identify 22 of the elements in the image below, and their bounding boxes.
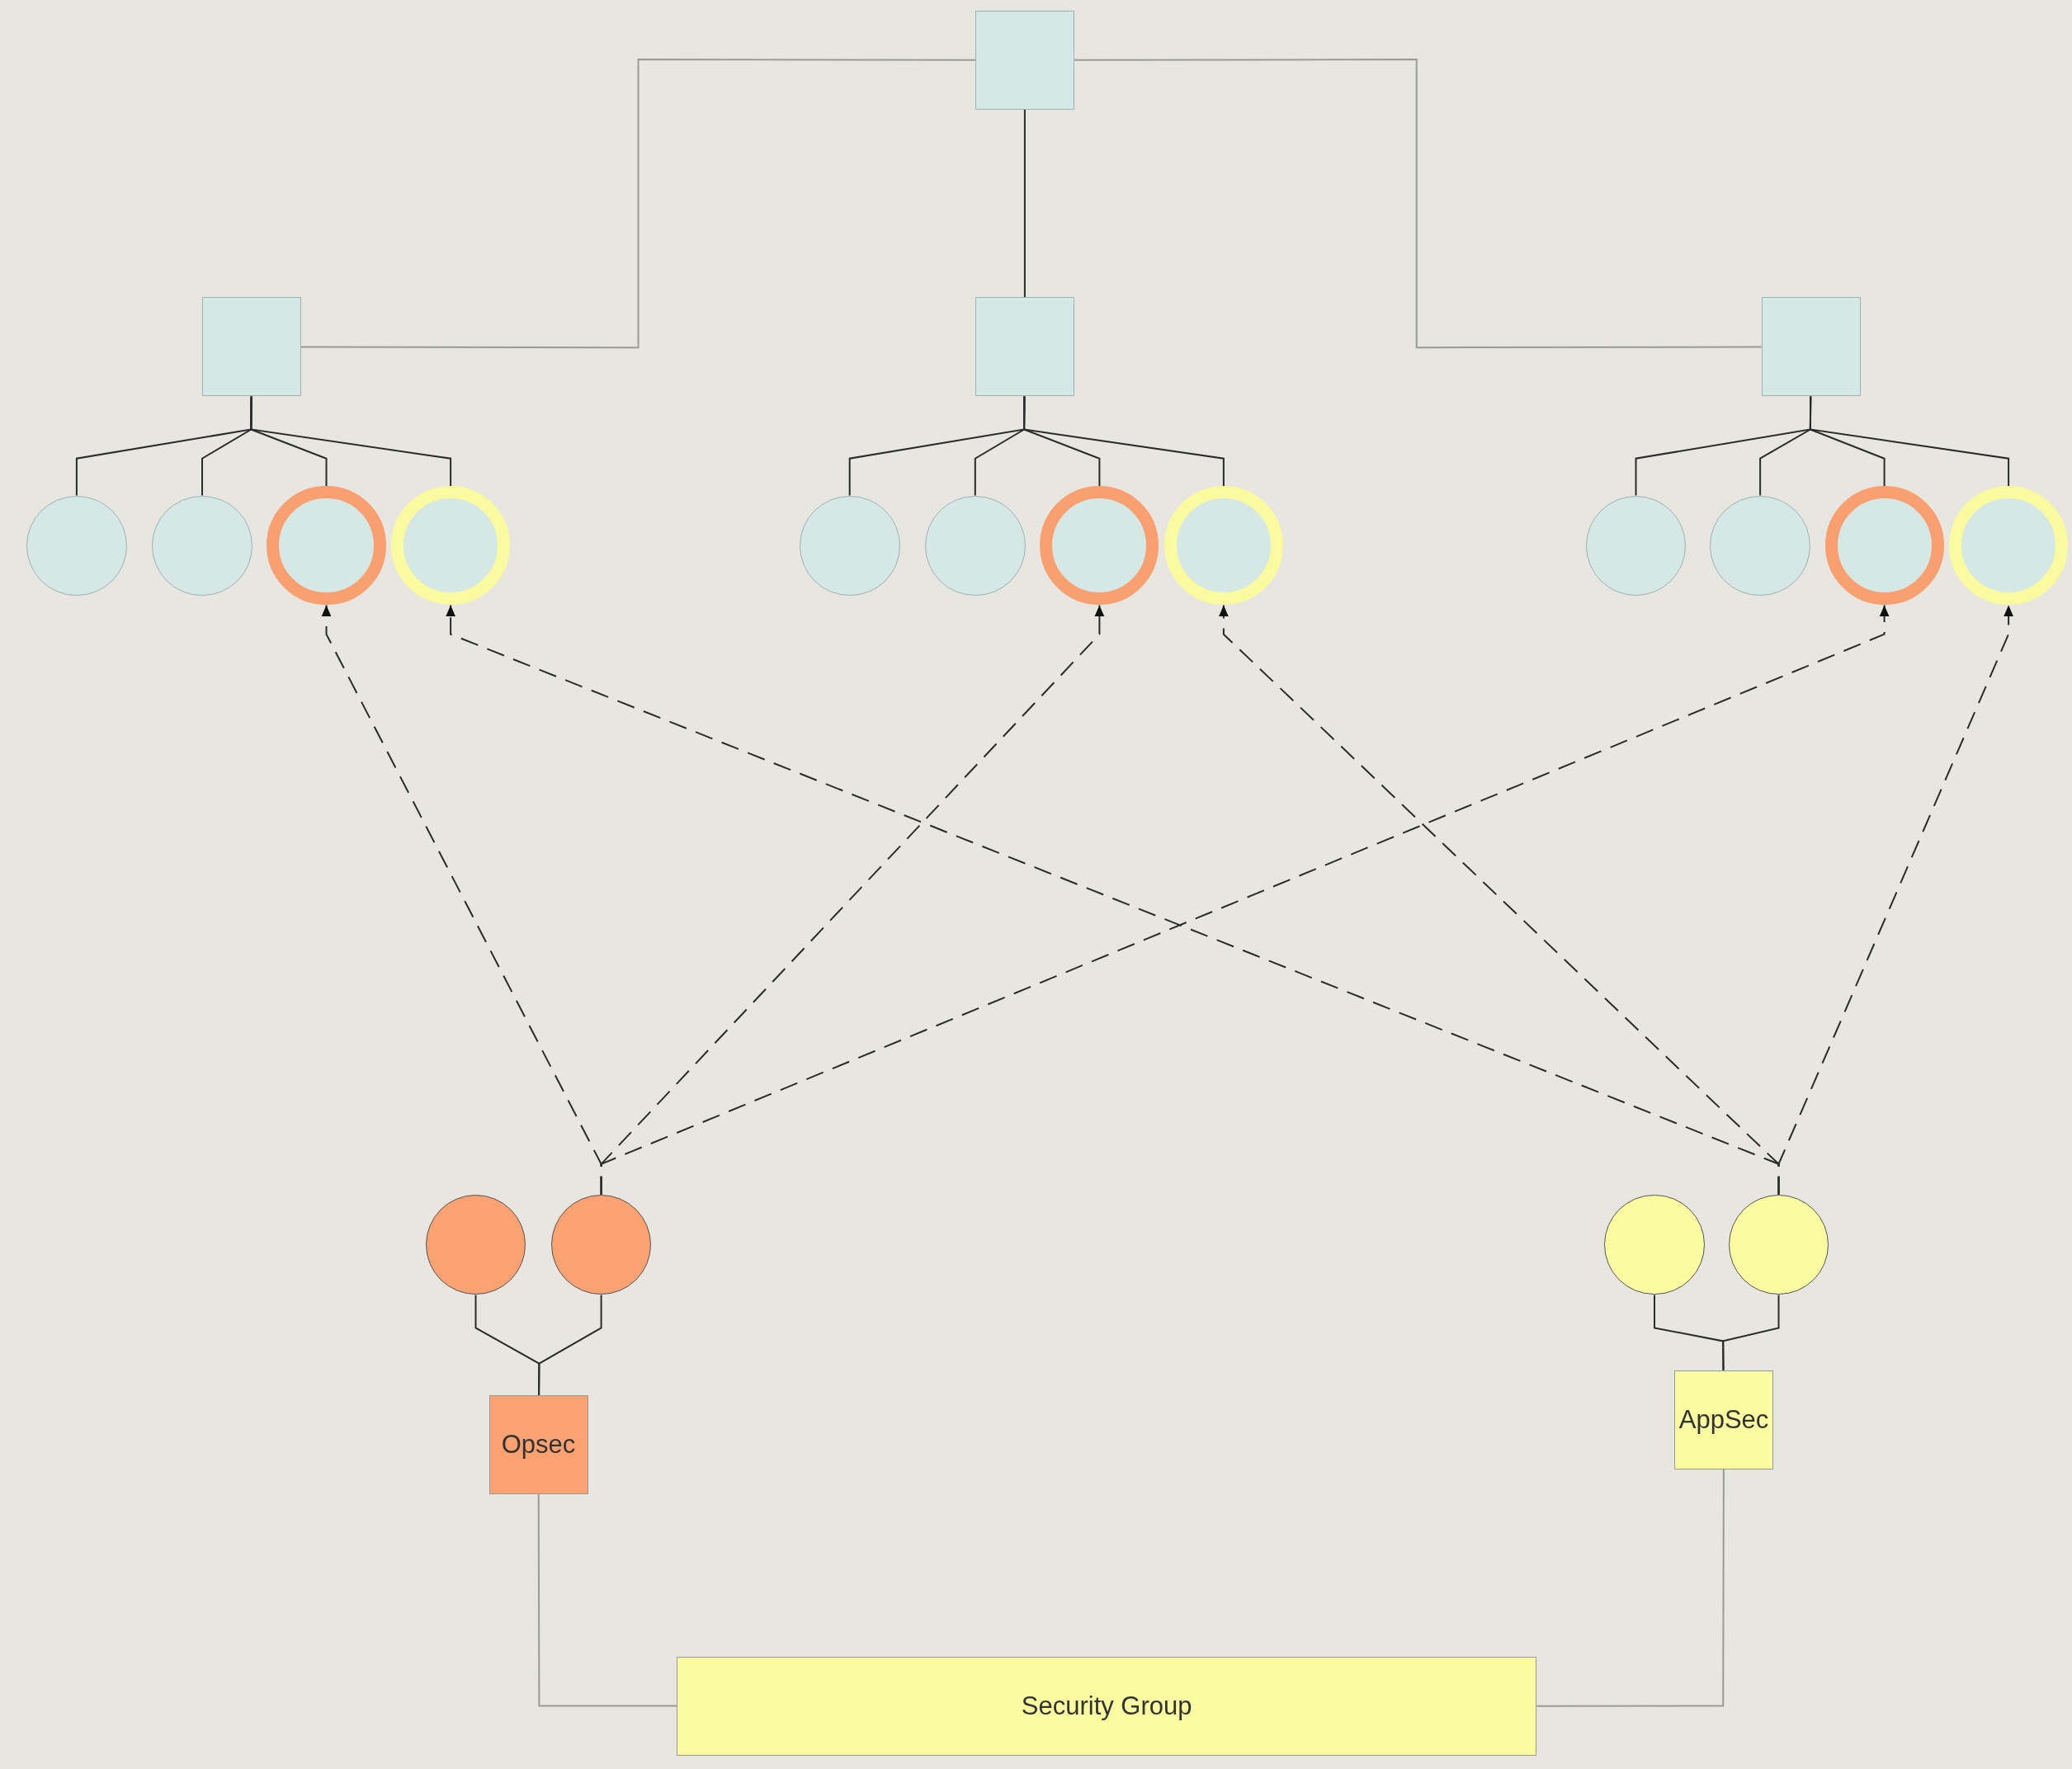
process-box: [1673, 1370, 1774, 1469]
connector-line: [1023, 395, 1225, 488]
square-node: [202, 297, 302, 397]
connector-line: [1536, 1468, 1725, 1707]
process-box: [489, 1395, 588, 1495]
connector-line: [1073, 59, 1763, 349]
connector-line: [300, 59, 976, 349]
connector-line: [1809, 395, 2010, 488]
connector-line: [1722, 1294, 1780, 1371]
square-node: [975, 297, 1074, 397]
connector-line: [250, 395, 452, 488]
square-node: [1761, 297, 1861, 397]
dashed-arrow: [1777, 604, 2014, 1196]
node-label: AppSec: [1678, 1404, 1769, 1435]
connector-line: [538, 1294, 602, 1397]
node-label: Security Group: [1021, 1691, 1192, 1722]
group-band: [676, 1657, 1537, 1757]
connector-line: [537, 1493, 677, 1707]
node-label: Opsec: [501, 1430, 576, 1460]
dashed-arrow: [600, 604, 1890, 1196]
square-node: [975, 10, 1074, 110]
connector-line: [1023, 108, 1026, 299]
